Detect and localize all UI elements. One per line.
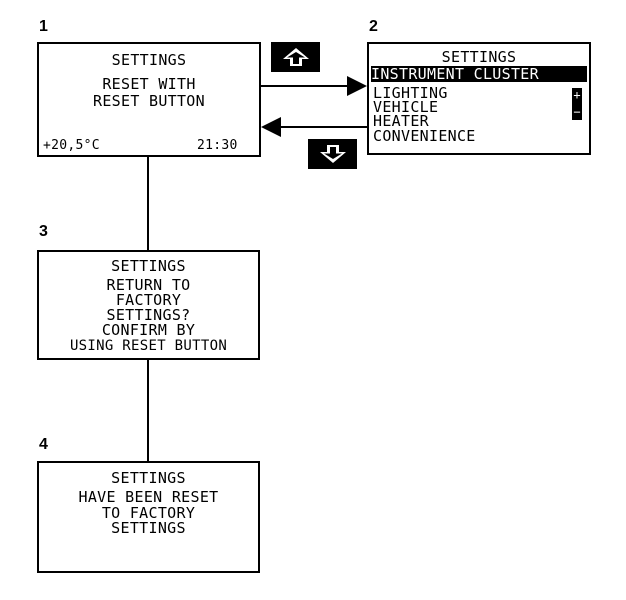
- screen1-line2: RESET BUTTON: [93, 92, 205, 110]
- screen1-line1: RESET WITH: [102, 75, 196, 93]
- screen4-line2: TO FACTORY: [101, 504, 196, 522]
- up-arrow-icon: [283, 48, 309, 66]
- scroll-indicator: + −: [572, 88, 582, 120]
- arrow-left-line: [279, 126, 367, 128]
- menu-item-selected[interactable]: INSTRUMENT CLUSTER: [371, 66, 587, 82]
- menu-item-heater[interactable]: HEATER: [373, 112, 429, 130]
- down-button[interactable]: [308, 139, 357, 169]
- scroll-minus-glyph: −: [573, 105, 581, 119]
- connector-1-3: [147, 157, 149, 250]
- screen4-title: SETTINGS: [111, 469, 186, 487]
- display-screen-1: SETTINGS RESET WITH RESET BUTTON +20,5°C…: [37, 42, 261, 157]
- display-screen-4: SETTINGS HAVE BEEN RESET TO FACTORY SETT…: [37, 461, 260, 573]
- clock-readout: 21:30: [197, 138, 238, 153]
- arrow-right-line: [261, 85, 351, 87]
- step-label-2: 2: [369, 18, 378, 35]
- screen3-line1: RETURN TO: [106, 276, 191, 294]
- up-button[interactable]: [271, 42, 320, 72]
- display-screen-3: SETTINGS RETURN TO FACTORY SETTINGS? CON…: [37, 250, 260, 360]
- menu-item-lighting[interactable]: LIGHTING: [373, 84, 448, 102]
- screen4-line1: HAVE BEEN RESET: [78, 488, 219, 506]
- temperature-readout: +20,5°C: [43, 138, 100, 153]
- screen2-title: SETTINGS: [441, 48, 517, 66]
- menu-item-vehicle[interactable]: VEHICLE: [373, 98, 439, 116]
- screen3-line3: SETTINGS?: [106, 306, 191, 324]
- screen4-line3: SETTINGS: [111, 519, 186, 537]
- step-label-4: 4: [39, 436, 48, 453]
- arrow-right-head: [347, 76, 367, 96]
- screen1-title: SETTINGS: [111, 51, 187, 69]
- connector-3-4: [147, 360, 149, 461]
- step-label-1: 1: [39, 18, 48, 35]
- arrow-left-head: [261, 117, 281, 137]
- step-label-3: 3: [39, 223, 48, 240]
- menu-item-convenience[interactable]: CONVENIENCE: [373, 127, 476, 145]
- scroll-plus-glyph: +: [573, 88, 581, 102]
- screen3-line5: USING RESET BUTTON: [69, 338, 228, 354]
- screen3-line2: FACTORY: [115, 291, 182, 309]
- display-screen-2: SETTINGS INSTRUMENT CLUSTER LIGHTING VEH…: [367, 42, 591, 155]
- down-arrow-icon: [320, 145, 346, 163]
- screen3-line4: CONFIRM BY: [101, 321, 196, 339]
- screen3-title: SETTINGS: [111, 257, 186, 275]
